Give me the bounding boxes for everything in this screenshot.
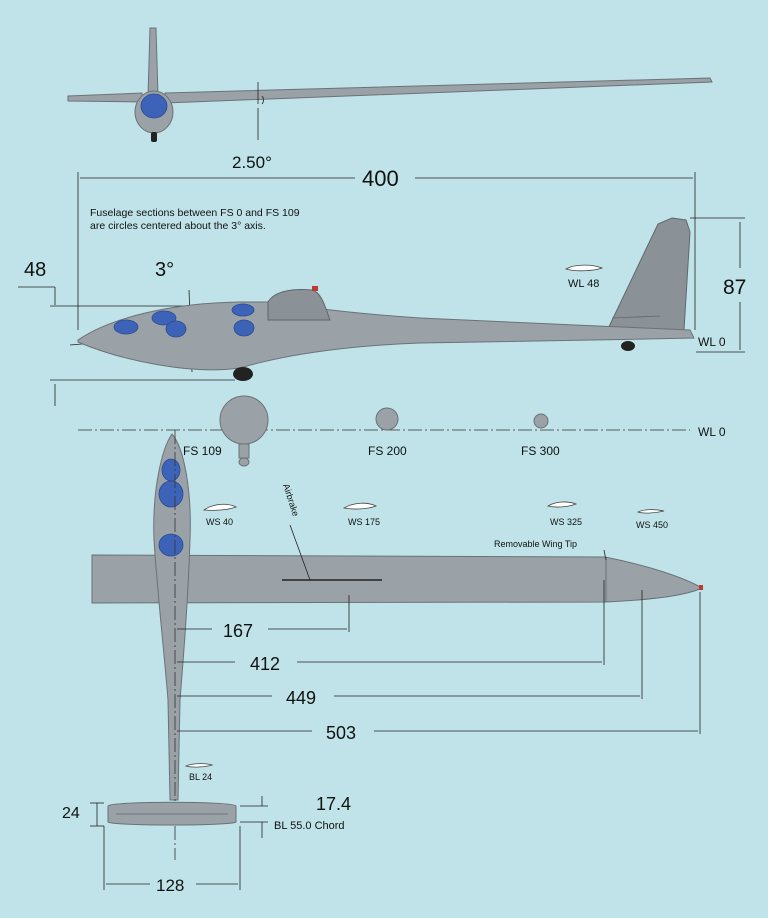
bl24-airfoil	[184, 763, 214, 768]
dim-24-label: 24	[62, 805, 80, 822]
fuselage-note-line2: are circles centered about the 3° axis.	[90, 220, 266, 232]
ws450-airfoil	[636, 509, 665, 514]
ws175-label: WS 175	[348, 517, 380, 527]
side-window-5	[233, 319, 255, 337]
height-48-label: 48	[24, 259, 46, 281]
front-tail-fin	[147, 27, 159, 97]
wl48-label: WL 48	[568, 278, 599, 290]
dihedral-label: 2.50°	[232, 153, 272, 172]
side-window-2	[151, 310, 177, 326]
fs109-section	[219, 395, 269, 445]
ws450-label: WS 450	[636, 520, 668, 530]
side-wing-root	[267, 289, 331, 321]
front-canopy-window	[140, 93, 168, 119]
angle-3-label: 3°	[155, 259, 174, 281]
bl55-chord-label: BL 55.0 Chord	[274, 820, 345, 832]
side-window-1	[113, 319, 139, 335]
top-fuselage	[153, 433, 191, 801]
dim-503-label: 503	[326, 723, 356, 743]
front-right-wing	[164, 77, 713, 104]
fs109-label: FS 109	[183, 444, 222, 458]
fs200-label: FS 200	[368, 444, 407, 458]
ws40-airfoil	[202, 503, 238, 511]
dim-17-4-label: 17.4	[316, 794, 351, 814]
fuselage-sections: WL 0 FS 109 FS 200 FS 300	[78, 395, 726, 467]
top-view: Airbrake Removable Wing Tip WS 40 WS 175…	[62, 430, 704, 895]
removable-tip-label: Removable Wing Tip	[494, 539, 577, 549]
ws325-label: WS 325	[550, 517, 582, 527]
front-wheel	[151, 132, 157, 142]
top-window-2	[158, 480, 184, 508]
airbrake-label: Airbrake	[281, 483, 301, 518]
wl0-side-label: WL 0	[698, 335, 726, 349]
front-left-wing	[67, 92, 143, 103]
height-87-label: 87	[723, 276, 746, 299]
length-400-label: 400	[362, 166, 399, 191]
dim-412-label: 412	[250, 654, 280, 674]
side-window-4	[231, 303, 255, 317]
side-view: 400 Fuselage sections between FS 0 and F…	[18, 166, 746, 406]
fs300-label: FS 300	[521, 444, 560, 458]
fuselage-note-line1: Fuselage sections between FS 0 and FS 10…	[90, 207, 300, 219]
side-main-wheel	[233, 367, 253, 381]
top-window-1	[161, 458, 181, 482]
wl0-sections-label: WL 0	[698, 425, 726, 439]
side-tail-wheel	[621, 341, 635, 351]
dim-167-label: 167	[223, 621, 253, 641]
fs200-section	[375, 407, 399, 431]
dim-449-label: 449	[286, 688, 316, 708]
ws325-airfoil	[546, 501, 578, 508]
side-window-3	[165, 320, 187, 338]
top-window-3	[158, 533, 184, 557]
side-tail-fin	[605, 217, 691, 334]
bl24-label: BL 24	[189, 772, 212, 782]
fs300-section	[533, 413, 549, 429]
dim-128-label: 128	[156, 876, 184, 895]
ws175-airfoil	[342, 502, 378, 510]
ws40-label: WS 40	[206, 517, 233, 527]
front-view: 2.50°	[67, 27, 713, 172]
wl48-airfoil	[565, 264, 604, 272]
